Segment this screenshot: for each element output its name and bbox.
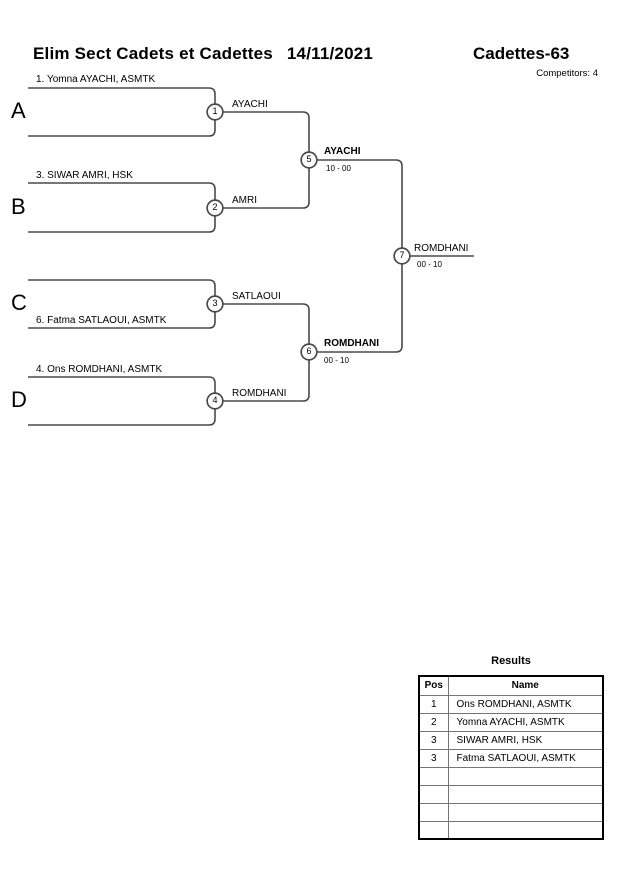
results-header-name: Name bbox=[447, 675, 604, 696]
match-4-number: 4 bbox=[207, 393, 223, 409]
results-title: Results bbox=[491, 655, 531, 667]
table-row bbox=[418, 802, 604, 822]
seed-name-a: 1. Yomna AYACHI, ASMTK bbox=[36, 74, 156, 85]
match-3-number: 3 bbox=[207, 296, 223, 312]
match-6-number: 6 bbox=[301, 344, 317, 360]
pair-d-line bbox=[28, 376, 216, 426]
result-name: Yomna AYACHI, ASMTK bbox=[447, 712, 604, 732]
table-row bbox=[418, 820, 604, 840]
slot-letter-d: D bbox=[11, 387, 27, 412]
match-6-winner: ROMDHANI bbox=[324, 338, 379, 349]
match-5-winner: AYACHI bbox=[324, 146, 361, 157]
result-pos bbox=[418, 820, 449, 840]
seed-name-b: 3. SIWAR AMRI, HSK bbox=[36, 170, 133, 181]
slot-letter-b: B bbox=[11, 194, 26, 219]
result-name bbox=[447, 784, 604, 804]
seed-name-c: 6. Fatma SATLAOUI, ASMTK bbox=[36, 315, 167, 326]
result-pos: 1 bbox=[418, 694, 449, 714]
results-header-row: Pos Name bbox=[418, 675, 604, 696]
match-5-score: 10 - 00 bbox=[326, 164, 351, 173]
result-name bbox=[447, 802, 604, 822]
table-row bbox=[418, 784, 604, 804]
semifinal-1-line bbox=[223, 111, 310, 209]
slot-letter-c: C bbox=[11, 290, 27, 315]
match-1-number: 1 bbox=[207, 104, 223, 120]
result-name: Fatma SATLAOUI, ASMTK bbox=[447, 748, 604, 768]
pair-b-line bbox=[28, 182, 216, 233]
results-header-pos: Pos bbox=[418, 675, 449, 696]
pair-a-line bbox=[28, 87, 216, 137]
result-name bbox=[447, 766, 604, 786]
result-name: SIWAR AMRI, HSK bbox=[447, 730, 604, 750]
event-title: Elim Sect Cadets et Cadettes bbox=[33, 44, 273, 63]
results-table: Pos Name 1 Ons ROMDHANI, ASMTK 2 Yomna A… bbox=[418, 675, 604, 840]
result-pos: 3 bbox=[418, 730, 449, 750]
match-1-winner: AYACHI bbox=[232, 99, 268, 110]
result-name: Ons ROMDHANI, ASMTK bbox=[447, 694, 604, 714]
match-7-winner: ROMDHANI bbox=[414, 243, 469, 254]
match-6-score: 00 - 10 bbox=[324, 356, 349, 365]
table-row: 3 SIWAR AMRI, HSK bbox=[418, 730, 604, 750]
match-2-number: 2 bbox=[207, 200, 223, 216]
table-row: 2 Yomna AYACHI, ASMTK bbox=[418, 712, 604, 732]
result-pos bbox=[418, 766, 449, 786]
seed-name-d: 4. Ons ROMDHANI, ASMTK bbox=[36, 364, 163, 375]
match-2-winner: AMRI bbox=[232, 195, 257, 206]
match-7-number: 7 bbox=[394, 248, 410, 264]
table-row: 3 Fatma SATLAOUI, ASMTK bbox=[418, 748, 604, 768]
result-pos bbox=[418, 784, 449, 804]
semifinal-2-line bbox=[223, 303, 310, 402]
result-pos bbox=[418, 802, 449, 822]
match-7-score: 00 - 10 bbox=[417, 260, 442, 269]
result-name bbox=[447, 820, 604, 840]
category-title: Cadettes-63 bbox=[473, 44, 570, 63]
event-date: 14/11/2021 bbox=[286, 44, 374, 63]
match-3-winner: SATLAOUI bbox=[232, 291, 281, 302]
competitors-count: Competitors: 4 bbox=[536, 68, 598, 79]
result-pos: 2 bbox=[418, 712, 449, 732]
final-line bbox=[317, 159, 403, 353]
page-title: Elim Sect Cadets et Cadettes 14/11/2021 bbox=[33, 44, 373, 64]
result-pos: 3 bbox=[418, 748, 449, 768]
slot-letter-a: A bbox=[11, 98, 26, 123]
table-row: 1 Ons ROMDHANI, ASMTK bbox=[418, 694, 604, 714]
match-5-number: 5 bbox=[301, 152, 317, 168]
match-4-winner: ROMDHANI bbox=[232, 388, 287, 399]
table-row bbox=[418, 766, 604, 786]
